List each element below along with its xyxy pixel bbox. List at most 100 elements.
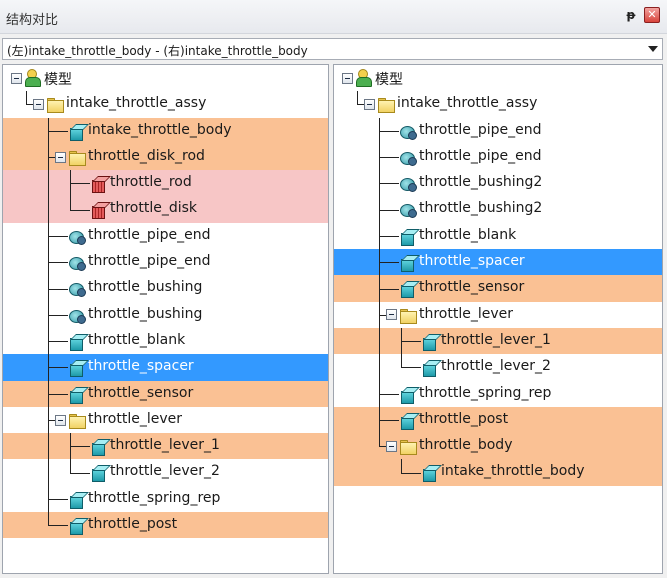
tree-row-label: throttle_lever_1 [441,331,551,348]
tree-row[interactable]: 模型 [334,65,662,91]
tree-row[interactable]: throttle_bushing [3,275,328,302]
folder-icon [399,439,417,456]
part-icon [68,359,85,378]
tree-row[interactable]: throttle_disk_rod [3,143,328,171]
close-button[interactable]: ✕ [644,7,660,23]
part-icon [90,464,107,483]
tree-row-label: throttle_lever [88,410,183,427]
tree-row-label: throttle_pipe_end [419,121,542,138]
part-icon [421,333,438,351]
tree-row-label: intake_throttle_assy [66,95,207,112]
tree-row[interactable]: throttle_bushing2 [334,170,662,197]
folder-icon [46,97,64,114]
tree-row[interactable]: intake_throttle_assy [334,91,662,117]
part-icon [421,464,438,483]
part-icon [68,517,85,536]
tree-row[interactable]: intake_throttle_body [3,117,328,144]
tree-row[interactable]: throttle_spacer [334,249,662,276]
gear-part-icon [399,175,417,193]
collapse-toggle-icon[interactable] [342,72,353,84]
model-icon [24,69,41,87]
tree-row[interactable]: throttle_pipe_end [334,117,662,144]
part-icon [399,412,416,430]
collapse-toggle-icon[interactable] [55,414,66,426]
tree-row[interactable]: throttle_disk [3,196,328,223]
tree-row[interactable]: intake_throttle_assy [3,91,328,117]
tree-row-label: throttle_disk [110,200,198,217]
part-icon [68,491,85,509]
tree-row[interactable]: throttle_lever_2 [3,459,328,486]
collapse-toggle-icon[interactable] [364,98,375,110]
collapse-toggle-icon[interactable] [33,98,44,110]
chevron-down-icon[interactable] [648,46,658,52]
tree-row-label: throttle_spring_rep [419,384,552,401]
tree-row[interactable]: throttle_spring_rep [3,485,328,513]
part-icon [68,386,85,404]
tree-row[interactable]: throttle_sensor [334,275,662,302]
tree-row[interactable]: throttle_body [334,433,662,460]
tree-row-label: throttle_post [419,410,509,427]
folder-icon [377,97,395,114]
tree-row[interactable]: intake_throttle_body [334,459,662,486]
tree-row-label: 模型 [44,72,72,88]
tree-row-label: throttle_blank [88,331,186,348]
tree-row-label: throttle_lever [419,305,514,322]
collapse-toggle-icon[interactable] [386,440,397,452]
part-icon [421,359,438,378]
tree-row[interactable]: throttle_lever_1 [3,433,328,460]
tree-row[interactable]: throttle_bushing2 [334,196,662,223]
pin-icon[interactable]: ᵽ [626,8,636,22]
tree-row-label: throttle_sensor [419,279,525,296]
tree-row[interactable]: throttle_lever [3,406,328,434]
tree-row-label: throttle_pipe_end [88,226,211,243]
gear-part-icon [68,254,86,272]
compare-select[interactable]: (左)intake_throttle_body - (右)intake_thro… [2,38,663,60]
tree-row-label: throttle_pipe_end [88,253,211,270]
tree-row[interactable]: throttle_spring_rep [334,380,662,407]
model-icon [355,69,372,87]
tree-row-label: throttle_bushing2 [419,174,543,191]
tree-row[interactable]: throttle_post [3,512,328,539]
tree-row[interactable]: throttle_bushing [3,301,328,328]
part-icon [68,123,85,141]
tree-row[interactable]: throttle_pipe_end [3,222,328,250]
collapse-toggle-icon[interactable] [11,72,22,84]
collapse-toggle-icon[interactable] [55,151,66,163]
left-structure-tree[interactable]: 模型 intake_throttle_assy intake_throttle_bo… [2,64,329,574]
gear-part-icon [68,280,86,298]
tree-row[interactable]: throttle_spacer [3,354,328,381]
tree-row-label: throttle_lever_2 [441,358,551,375]
tree-row-label: throttle_bushing2 [419,200,543,217]
tree-row[interactable]: throttle_sensor [3,380,328,407]
tree-row-label: throttle_bushing [88,305,203,322]
tree-row-label: throttle_spring_rep [88,489,221,506]
tree-row[interactable]: throttle_lever_1 [334,327,662,355]
tree-row-label: 模型 [375,72,403,88]
part-icon [399,280,416,299]
tree-row[interactable]: throttle_pipe_end [3,249,328,276]
folder-icon [399,308,417,324]
tree-row[interactable]: throttle_lever_2 [334,354,662,381]
tree-row[interactable]: 模型 [3,65,328,91]
tree-row-label: intake_throttle_body [88,121,232,138]
tree-row[interactable]: throttle_rod [3,170,328,197]
tree-row[interactable]: throttle_blank [334,222,662,250]
part-icon [399,386,416,404]
tree-row[interactable]: throttle_pipe_end [334,143,662,171]
folder-icon [68,150,86,166]
tree-row-label: intake_throttle_assy [397,95,538,112]
tree-row-label: throttle_blank [419,226,517,243]
tree-row-label: throttle_bushing [88,279,203,296]
tree-row[interactable]: throttle_blank [3,327,328,355]
collapse-toggle-icon[interactable] [386,309,397,321]
part-icon [90,438,107,457]
part-icon [68,333,85,351]
panel-titlebar: 结构对比 ᵽ ✕ [0,0,667,34]
tree-row-label: throttle_spacer [419,253,525,270]
panel-title: 结构对比 [6,13,59,28]
tree-row-label: throttle_rod [110,174,192,191]
tree-row-label: throttle_spacer [88,358,194,375]
tree-row[interactable]: throttle_post [334,406,662,434]
tree-row[interactable]: throttle_lever [334,301,662,328]
